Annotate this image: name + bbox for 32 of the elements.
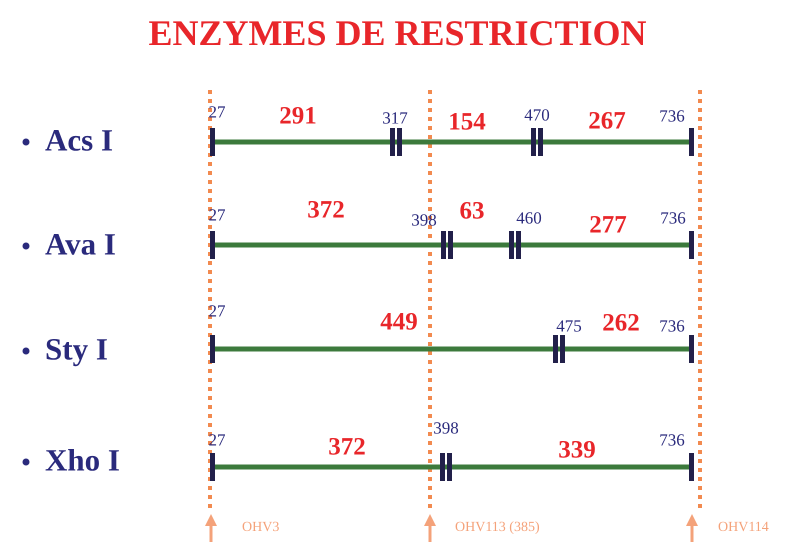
fragment-length: 339 xyxy=(558,438,596,462)
marker-label: OHV114 xyxy=(718,521,769,535)
fragment-length: 267 xyxy=(588,108,626,134)
site-position: 27 xyxy=(208,302,226,320)
site-position: 398 xyxy=(411,212,437,228)
enzyme-name: Acs I xyxy=(45,124,114,156)
enzyme-name: Ava I xyxy=(45,228,116,260)
fragment-length: 291 xyxy=(279,104,317,128)
fragment-length: 372 xyxy=(328,434,366,460)
site-position: 475 xyxy=(556,318,582,334)
fragment-length: 449 xyxy=(380,310,418,334)
fragment-length: 277 xyxy=(589,212,627,238)
enzyme-name: Sty I xyxy=(45,334,108,364)
marker-label: OHV3 xyxy=(242,521,280,535)
site-position: 736 xyxy=(659,108,685,124)
site-position: 398 xyxy=(433,420,459,436)
site-position: 27 xyxy=(208,104,226,120)
site-position: 317 xyxy=(382,110,408,126)
fragment-length: 262 xyxy=(602,310,640,336)
site-position: 470 xyxy=(524,106,550,124)
site-position: 736 xyxy=(660,210,686,226)
site-position: 736 xyxy=(659,318,685,334)
site-position: 460 xyxy=(516,210,542,226)
site-position: 27 xyxy=(208,432,226,448)
title: ENZYMES DE RESTRICTION xyxy=(148,12,647,54)
fragment-length: 63 xyxy=(460,198,484,224)
marker-label: OHV113 (385) xyxy=(455,521,540,535)
site-position: 736 xyxy=(659,432,685,448)
fragment-length: 154 xyxy=(448,110,486,134)
enzyme-name: Xho I xyxy=(45,444,120,476)
site-position: 27 xyxy=(208,206,226,224)
fragment-length: 372 xyxy=(307,198,345,222)
